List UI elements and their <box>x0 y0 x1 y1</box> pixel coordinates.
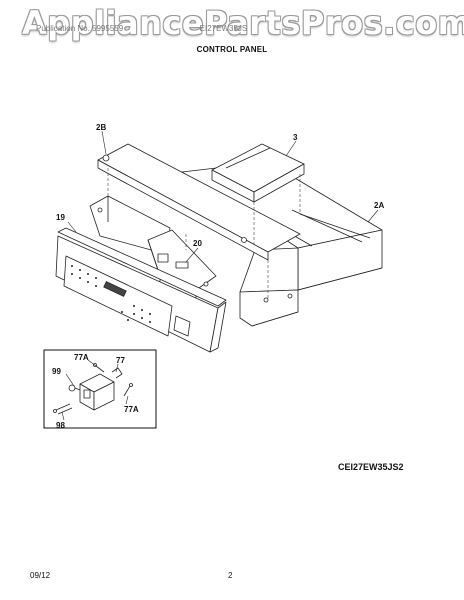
page-title: CONTROL PANEL <box>196 45 268 54</box>
callout-2a: 2A <box>374 201 384 210</box>
alignment-lines <box>107 168 301 300</box>
callout-77a-top: 77A <box>74 353 89 362</box>
callout-3: 3 <box>293 133 298 142</box>
model-code: CEI27EW35JS2 <box>338 462 404 472</box>
watermark-logo: AppliancePartsPros.com <box>22 4 464 42</box>
leader-lines <box>61 130 379 421</box>
callout-77: 77 <box>116 356 125 365</box>
callout-99: 99 <box>52 367 61 376</box>
page-header: Publication No. 5995559 EI27EW35JS <box>36 24 247 33</box>
callout-77a-bottom: 77A <box>124 405 139 414</box>
footer-page-number: 2 <box>228 571 233 580</box>
part-19-control-panel <box>55 227 227 353</box>
publication-number: Publication No. 5995559 <box>36 24 124 33</box>
detail-inset-switch-assembly <box>43 349 157 429</box>
model-prefix: EI27EW35JS <box>199 24 248 33</box>
callout-2b: 2B <box>96 123 106 132</box>
callout-20: 20 <box>193 239 202 248</box>
footer-date: 09/12 <box>30 571 51 580</box>
callout-19: 19 <box>56 213 65 222</box>
callout-98: 98 <box>56 421 65 430</box>
part-3-cover-box <box>211 143 305 203</box>
